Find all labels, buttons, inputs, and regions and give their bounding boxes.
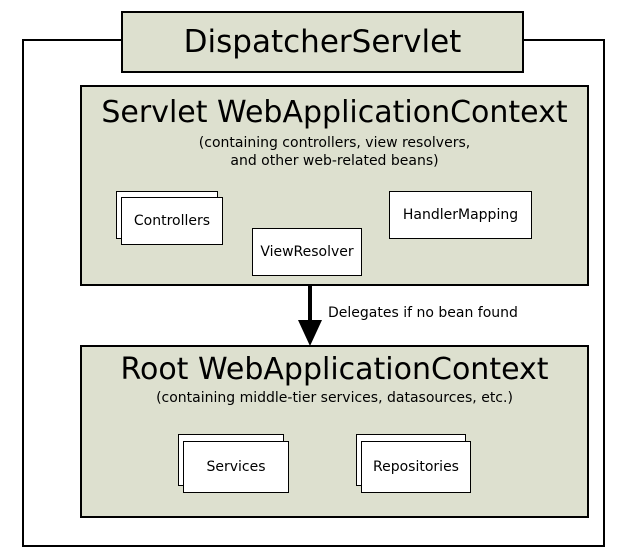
servlet-context-title: Servlet WebApplicationContext [101, 95, 568, 130]
repositories-label: Repositories [373, 459, 459, 475]
view-resolver-bean: ViewResolver [252, 228, 362, 276]
delegation-label: Delegates if no bean found [328, 305, 518, 321]
view-resolver-label: ViewResolver [260, 244, 354, 260]
repositories-bean: Repositories [361, 441, 471, 493]
handler-mapping-bean: HandlerMapping [389, 191, 532, 239]
servlet-web-application-context: Servlet WebApplicationContext (containin… [80, 85, 589, 286]
delegation-arrow-head [298, 320, 322, 346]
delegation-arrow [298, 286, 322, 346]
root-context-subtitle: (containing middle-tier services, dataso… [156, 390, 513, 406]
root-web-application-context: Root WebApplicationContext (containing m… [80, 345, 589, 518]
dispatcher-servlet-title: DispatcherServlet [183, 24, 462, 60]
handler-mapping-label: HandlerMapping [402, 207, 519, 223]
controllers-label: Controllers [133, 213, 211, 229]
dispatcher-servlet-title-box: DispatcherServlet [121, 11, 524, 73]
servlet-context-subtitle-line2: and other web-related beans) [230, 153, 439, 169]
controllers-bean: Controllers [121, 197, 223, 245]
servlet-context-subtitle-line1: (containing controllers, view resolvers, [198, 135, 471, 151]
services-label: Services [206, 459, 266, 475]
root-context-title: Root WebApplicationContext [120, 352, 549, 387]
services-bean: Services [183, 441, 289, 493]
